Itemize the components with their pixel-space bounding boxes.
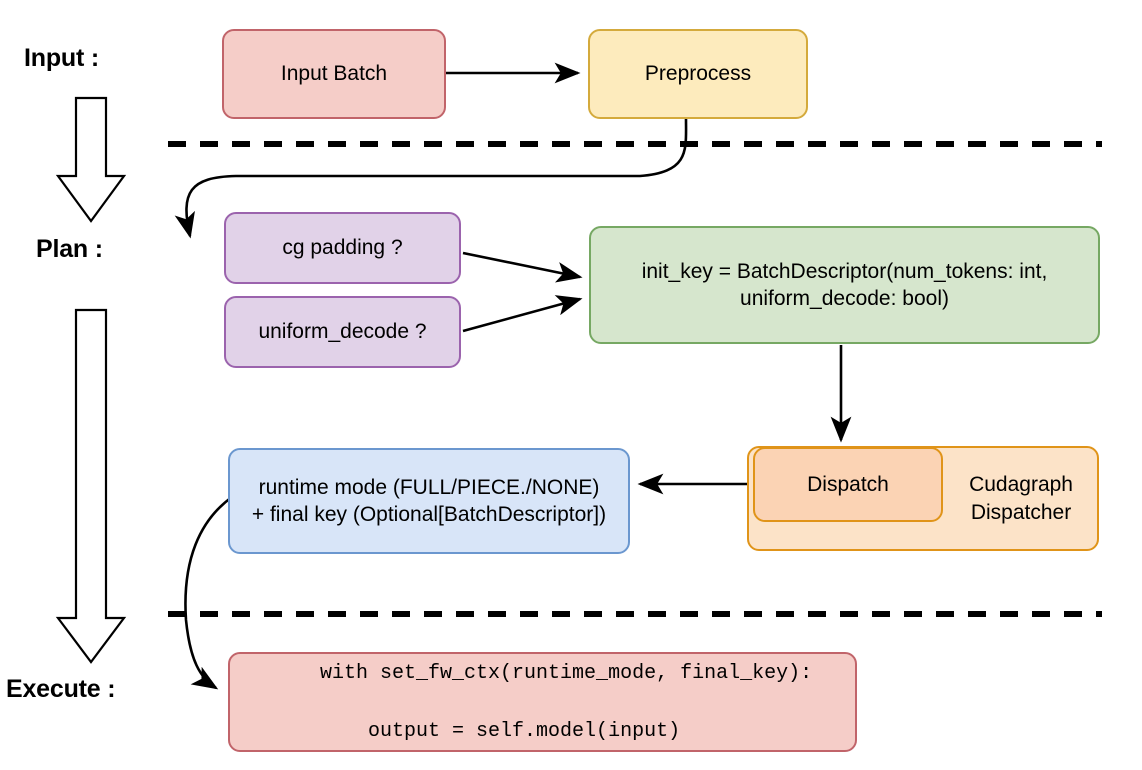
node-cg-padding[interactable]: cg padding ? [224, 212, 461, 284]
node-init-key-text: init_key = BatchDescriptor(num_tokens: i… [601, 258, 1088, 313]
node-dispatch-label: Dispatch [807, 472, 889, 496]
edge-uniform-decode-to-init-key [462, 295, 583, 333]
node-execute-code-line1: with set_fw_ctx(runtime_mode, final_key)… [320, 661, 813, 685]
node-init-key-line1: init_key = BatchDescriptor(num_tokens: i… [641, 259, 1048, 283]
node-cudagraph-dispatcher-line1: Cudagraph [969, 473, 1073, 497]
node-preprocess[interactable]: Preprocess [588, 29, 808, 119]
node-dispatch[interactable]: Dispatch [753, 447, 943, 522]
node-runtime-mode-text: runtime mode (FULL/PIECE./NONE) + final … [240, 474, 618, 529]
node-runtime-mode[interactable]: runtime mode (FULL/PIECE./NONE) + final … [228, 448, 630, 554]
edge-cg-padding-to-init-key [462, 251, 583, 283]
node-cudagraph-dispatcher-text: Cudagraph Dispatcher [969, 471, 1073, 526]
node-uniform-decode-label: uniform_decode ? [258, 320, 427, 344]
node-cg-padding-label: cg padding ? [282, 236, 403, 260]
input-to-plan-block-arrow [55, 96, 127, 223]
node-init-key[interactable]: init_key = BatchDescriptor(num_tokens: i… [589, 226, 1100, 344]
node-cudagraph-dispatcher-line2: Dispatcher [970, 500, 1072, 524]
node-input-batch-label: Input Batch [280, 62, 388, 86]
node-runtime-mode-line2: + final key (Optional[BatchDescriptor]) [251, 503, 607, 526]
node-preprocess-label: Preprocess [644, 62, 752, 86]
node-uniform-decode[interactable]: uniform_decode ? [224, 296, 461, 368]
stage-label-plan: Plan : [36, 235, 103, 263]
node-execute-code[interactable]: with set_fw_ctx(runtime_mode, final_key)… [228, 652, 857, 752]
stage-label-input: Input : [24, 44, 99, 72]
node-execute-code-text: with set_fw_ctx(runtime_mode, final_key)… [248, 630, 845, 770]
node-input-batch[interactable]: Input Batch [222, 29, 446, 119]
edge-runtime-mode-to-execute-code [184, 495, 233, 690]
node-init-key-line2: uniform_decode: bool) [740, 287, 949, 310]
node-runtime-mode-line1: runtime mode (FULL/PIECE./NONE) [258, 475, 600, 499]
node-execute-code-line2: output = self.model(input) [320, 719, 681, 743]
stage-label-execute: Execute : [6, 675, 116, 703]
plan-to-execute-block-arrow [55, 308, 127, 664]
